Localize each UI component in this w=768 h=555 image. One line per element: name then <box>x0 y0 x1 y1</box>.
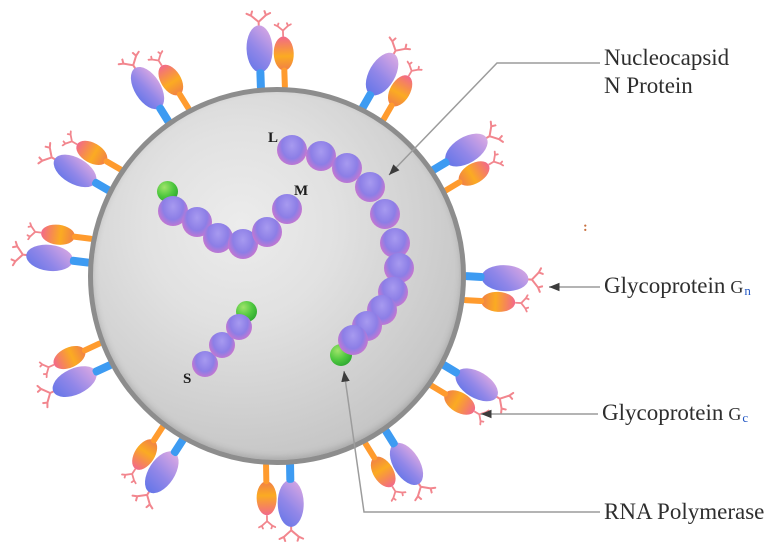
label-rna-polymerase: RNA Polymerase <box>604 499 765 524</box>
gc-fork-icon <box>390 485 406 502</box>
segment-label-L: L <box>268 130 279 146</box>
nucleocapsid-bead <box>306 141 336 171</box>
label-gc-text: Glycoprotein <box>602 400 724 425</box>
glycoprotein-spike-pair <box>349 417 444 518</box>
segment-label-M: M <box>294 183 309 199</box>
nucleocapsid-bead <box>226 314 252 340</box>
leader-rna-polymerase <box>341 370 600 513</box>
segment-label-S: S <box>183 371 192 387</box>
nucleocapsid-bead <box>370 199 400 229</box>
nucleocapsid-bead <box>277 135 307 165</box>
gc-fork-icon <box>39 361 56 378</box>
glycoprotein-spike-pair <box>23 326 122 416</box>
nucleocapsid-bead <box>338 325 368 355</box>
label-gc-subscript: c <box>742 410 749 425</box>
label-gn-symbol: G <box>730 277 744 297</box>
gc-fork-icon <box>514 294 530 313</box>
gc-fork-icon <box>120 467 137 485</box>
label-nucleocapsid-line1: Nucleocapsid <box>604 45 730 70</box>
glycoprotein-spike-pair <box>237 9 302 91</box>
gc-fork-icon <box>61 130 78 147</box>
glycoprotein-spike-pair <box>461 255 544 321</box>
glycoprotein-spike-pair <box>420 112 521 206</box>
label-gn-text: Glycoprotein <box>604 273 726 298</box>
glycoprotein-spike-pair <box>249 461 312 543</box>
nucleocapsid-bead <box>272 194 302 224</box>
gc-fork-icon <box>273 22 292 37</box>
glycoprotein-spike-pair <box>31 116 131 210</box>
leader-nucleocapsid <box>388 62 600 176</box>
label-gn-subscript: n <box>744 283 751 298</box>
gc-fork-icon <box>406 60 423 77</box>
label-gc-symbol: G <box>728 404 742 424</box>
glycoprotein-spike-pair <box>110 34 205 135</box>
gc-fork-icon <box>26 222 43 241</box>
nucleocapsid-bead <box>252 217 282 247</box>
gc-fork-icon <box>258 515 277 530</box>
stray-colon-artifact: : <box>583 220 588 235</box>
glycoprotein-spike-pair <box>343 30 437 130</box>
label-nucleocapsid-line2: N Protein <box>604 73 693 98</box>
glycoprotein-spike-pair <box>9 213 96 284</box>
gc-fork-icon <box>488 150 505 167</box>
label-nucleocapsid: Nucleocapsid N Protein <box>604 44 729 100</box>
glycoprotein-spike-pair <box>106 415 202 516</box>
gc-fork-icon <box>147 50 164 67</box>
nucleocapsid-bead <box>355 172 385 202</box>
